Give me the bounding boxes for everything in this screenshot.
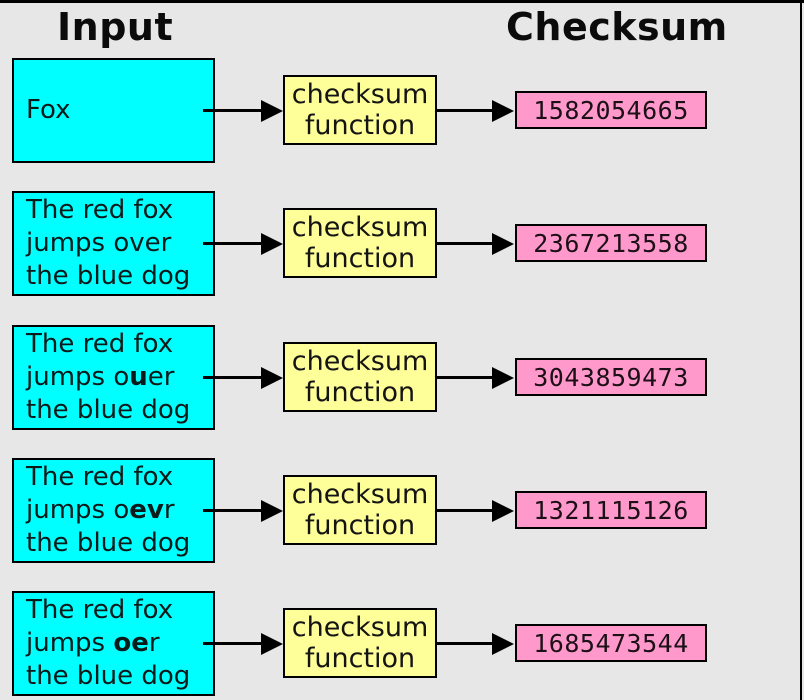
arrowhead-icon (492, 233, 514, 255)
checksum-value-box: 3043859473 (515, 358, 707, 396)
checksum-function-box: checksum function (283, 75, 437, 145)
top-border-line (0, 0, 804, 3)
checksum-value-box: 1685473544 (515, 624, 707, 662)
function-label-line1: checksum (291, 346, 429, 377)
checksum-value-box: 1582054665 (515, 91, 707, 129)
arrowhead-icon (261, 233, 283, 255)
checksum-value: 2367213558 (533, 228, 689, 258)
function-label-line1: checksum (291, 479, 429, 510)
checksum-value-box: 1321115126 (515, 491, 707, 529)
function-label-line2: function (304, 243, 416, 274)
checksum-value: 1582054665 (533, 95, 689, 125)
arrowhead-icon (261, 500, 283, 522)
function-label-line2: function (304, 110, 416, 141)
arrow-function-to-checksum (437, 642, 493, 645)
checksum-value: 3043859473 (533, 362, 689, 392)
function-label-line2: function (304, 643, 416, 674)
function-label-line1: checksum (291, 79, 429, 110)
arrow-input-to-function (203, 509, 262, 512)
checksum-value-box: 2367213558 (515, 224, 707, 262)
checksum-function-box: checksum function (283, 608, 437, 678)
arrow-input-to-function (203, 242, 262, 245)
function-label-line2: function (304, 510, 416, 541)
arrow-function-to-checksum (437, 376, 493, 379)
right-border-line (800, 0, 802, 700)
arrowhead-icon (492, 500, 514, 522)
arrow-input-to-function (203, 376, 262, 379)
arrow-input-to-function (203, 642, 262, 645)
arrow-input-to-function (203, 109, 262, 112)
checksum-value: 1685473544 (533, 628, 689, 658)
checksum-function-box: checksum function (283, 342, 437, 412)
function-label-line1: checksum (291, 212, 429, 243)
checksum-function-box: checksum function (283, 475, 437, 545)
arrowhead-icon (492, 100, 514, 122)
arrowhead-icon (492, 633, 514, 655)
input-text: Fox (26, 95, 71, 125)
function-label-line2: function (304, 377, 416, 408)
arrow-function-to-checksum (437, 242, 493, 245)
function-label-line1: checksum (291, 612, 429, 643)
arrowhead-icon (261, 100, 283, 122)
arrow-function-to-checksum (437, 109, 493, 112)
input-box: Fox (12, 58, 215, 163)
arrowhead-icon (261, 367, 283, 389)
arrow-function-to-checksum (437, 509, 493, 512)
checksum-column-heading: Checksum (506, 5, 728, 49)
checksum-function-box: checksum function (283, 208, 437, 278)
input-column-heading: Input (57, 5, 174, 49)
arrowhead-icon (492, 367, 514, 389)
arrowhead-icon (261, 633, 283, 655)
checksum-value: 1321115126 (533, 495, 689, 525)
